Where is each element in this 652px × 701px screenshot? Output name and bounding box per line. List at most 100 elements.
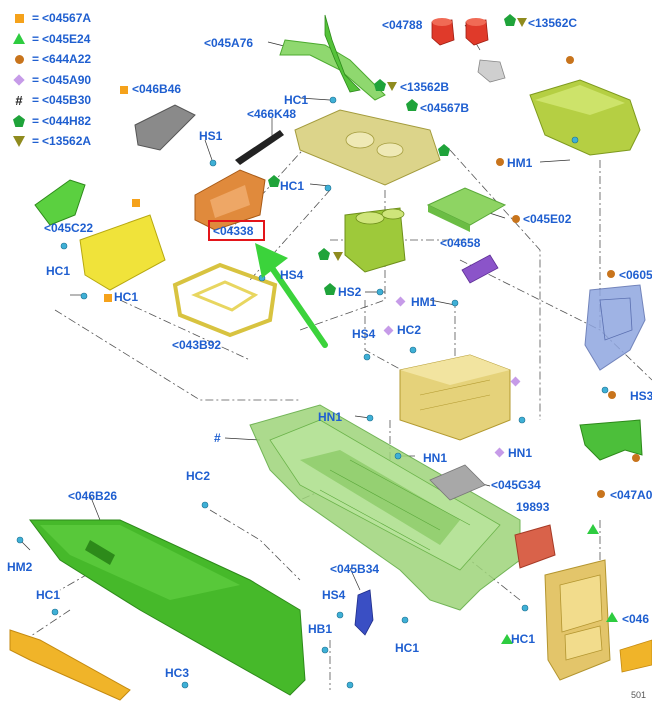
callout-046[interactable]: <046 — [622, 612, 650, 626]
vent-part — [461, 254, 499, 284]
callout-046b46[interactable]: <046B46 — [132, 82, 182, 96]
callout-hm2[interactable]: HM2 — [7, 560, 33, 574]
callout-047a0[interactable]: <047A0 — [610, 488, 652, 502]
triangle-down-marker — [333, 252, 343, 261]
callout-hc2-left[interactable]: HC2 — [186, 469, 211, 483]
legend-label[interactable]: <045B30 — [42, 93, 92, 108]
callout-hn1-right[interactable]: HN1 — [508, 446, 533, 460]
diamond-marker — [494, 447, 505, 458]
callout-hc3[interactable]: HC3 — [165, 666, 190, 680]
callout-045c22[interactable]: <045C22 — [44, 221, 94, 235]
legend-label[interactable]: <045A90 — [42, 72, 92, 87]
support-bracket-part — [579, 419, 643, 461]
triangle-down-marker — [517, 18, 527, 27]
callout-hs4-low[interactable]: HS4 — [322, 588, 346, 602]
callout-hash[interactable]: # — [214, 431, 221, 445]
square-icon — [12, 11, 26, 25]
pentagon-marker — [438, 144, 450, 156]
console-base-part — [249, 404, 521, 611]
part-symbol-markers — [104, 14, 640, 644]
callout-04658[interactable]: <04658 — [440, 236, 481, 250]
bezel-part — [544, 559, 652, 681]
circle-marker — [496, 158, 504, 166]
callout-hc1-low-mid[interactable]: HC1 — [395, 641, 420, 655]
figure-code: 501 — [630, 690, 646, 700]
bin-part — [134, 104, 196, 151]
bracket-part — [354, 589, 374, 636]
legend-row-circle: = <644A22 — [12, 49, 91, 70]
callout-hn1-left[interactable]: HN1 — [318, 410, 343, 424]
callout-043b92[interactable]: <043B92 — [172, 338, 222, 352]
circle-marker — [632, 454, 640, 462]
pentagon-marker — [374, 79, 386, 91]
callout-hc1-left[interactable]: HC1 — [46, 264, 71, 278]
circle-marker — [566, 56, 574, 64]
diamond-marker — [510, 376, 521, 387]
pad-part — [429, 464, 486, 501]
circle-marker — [597, 490, 605, 498]
callout-04567b[interactable]: <04567B — [420, 101, 470, 115]
pentagon-marker — [318, 248, 330, 260]
callout-045e02[interactable]: <045E02 — [523, 212, 572, 226]
callout-hs4-top[interactable]: HS4 — [280, 268, 304, 282]
circle-marker — [607, 270, 615, 278]
switch-part — [514, 524, 556, 569]
callout-13562b[interactable]: <13562B — [400, 80, 450, 94]
legend-row-pentagon: = <044H82 — [12, 111, 91, 132]
callout-hm1-right[interactable]: HM1 — [507, 156, 533, 170]
legend-row-triangle-down: = <13562A — [12, 131, 91, 152]
armrest-part — [529, 79, 641, 156]
callout-13562c[interactable]: <13562C — [528, 16, 578, 30]
diamond-marker — [383, 325, 394, 336]
callout-hs4-mid[interactable]: HS4 — [352, 327, 376, 341]
triangle-down-icon — [12, 134, 26, 148]
pentagon-marker — [324, 283, 336, 295]
pentagon-marker — [268, 175, 280, 187]
callout-hs1[interactable]: HS1 — [199, 129, 223, 143]
callout-hs2[interactable]: HS2 — [338, 285, 362, 299]
legend-label[interactable]: <04567A — [42, 11, 92, 26]
legend-row-square: = <04567A — [12, 8, 91, 29]
symbol-legend: = <04567A = <045E24 = <644A22 = <045A90 … — [12, 8, 91, 152]
side-panel-part — [29, 519, 306, 696]
square-marker — [104, 294, 112, 302]
callout-hc1-low-right[interactable]: HC1 — [511, 632, 536, 646]
callout-hm1-mid[interactable]: HM1 — [411, 295, 437, 309]
callout-466k48[interactable]: <466K48 — [247, 107, 297, 121]
callout-045a76[interactable]: <045A76 — [204, 36, 254, 50]
legend-equals: = — [32, 113, 40, 128]
circle-marker — [608, 391, 616, 399]
pentagon-icon — [12, 114, 26, 128]
legend-equals: = — [32, 93, 40, 108]
square-marker — [120, 86, 128, 94]
callout-hc2-mid[interactable]: HC2 — [397, 323, 422, 337]
pointer-arrow — [255, 243, 328, 348]
callout-0605[interactable]: <0605 — [619, 268, 652, 282]
side-trim-part — [34, 179, 86, 226]
callout-hc1-left2[interactable]: HC1 — [114, 290, 139, 304]
legend-label[interactable]: <045E24 — [42, 31, 91, 46]
callout-hc1-low-left[interactable]: HC1 — [36, 588, 61, 602]
legend-label[interactable]: <044H82 — [42, 113, 92, 128]
callout-04788[interactable]: <04788 — [382, 18, 423, 32]
tray-part — [426, 187, 507, 232]
legend-row-hash: # = <045B30 — [12, 90, 91, 111]
cap-parts — [431, 18, 489, 46]
callout-hc1-top[interactable]: HC1 — [284, 93, 309, 107]
circle-marker — [512, 215, 520, 223]
callout-hc1-mid[interactable]: HC1 — [280, 179, 305, 193]
legend-equals: = — [32, 72, 40, 87]
callout-046b26[interactable]: <046B26 — [68, 489, 118, 503]
diamond-icon — [12, 73, 26, 87]
callout-045b34[interactable]: <045B34 — [330, 562, 380, 576]
callout-045g34[interactable]: <045G34 — [491, 478, 541, 492]
callout-19893[interactable]: 19893 — [516, 500, 550, 514]
legend-label[interactable]: <644A22 — [42, 52, 92, 67]
callout-hn1-mid[interactable]: HN1 — [423, 451, 448, 465]
insert-part — [194, 169, 266, 231]
legend-label[interactable]: <13562A — [42, 134, 92, 149]
triangle-marker — [501, 634, 513, 644]
callout-04338[interactable]: <04338 — [213, 224, 254, 238]
callout-hs3[interactable]: HS3 — [630, 389, 652, 403]
callout-hb1[interactable]: HB1 — [308, 622, 333, 636]
